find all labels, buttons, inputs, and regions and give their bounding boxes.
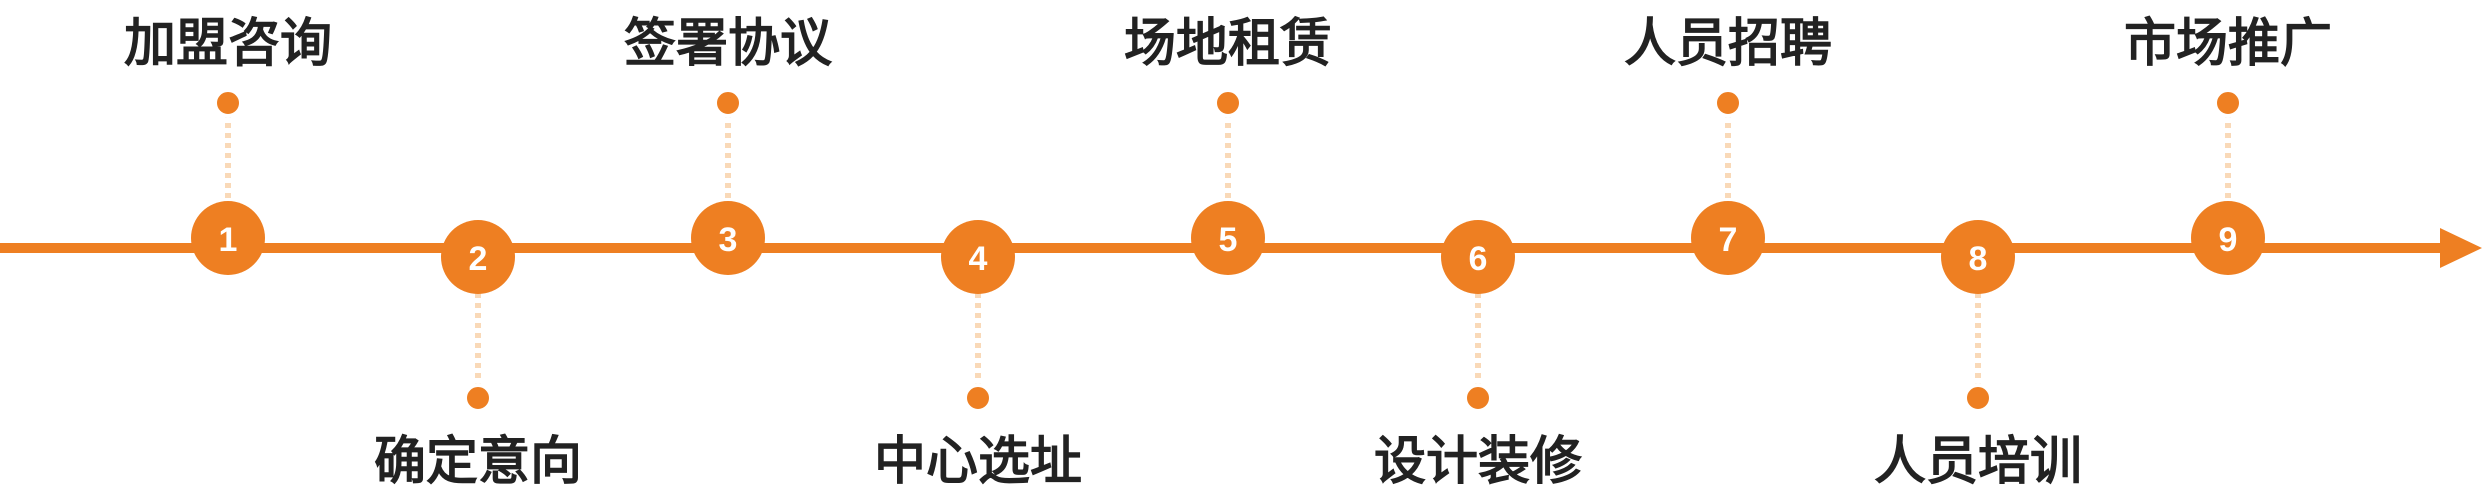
step-node [691,201,765,275]
step-number: 9 [2219,221,2238,259]
node-group: 1 2 3 4 5 6 7 8 9 [191,88,2265,413]
step-label: 人员培训 [1873,432,2082,492]
step-label: 场地租赁 [1123,14,1332,74]
step-label: 中心选址 [873,432,1082,492]
step-number: 3 [719,221,738,259]
step-number: 1 [219,221,238,259]
step-number: 8 [1969,240,1988,278]
step-number: 5 [1219,221,1238,259]
arrow-right-icon [2440,228,2482,268]
step-label: 加盟咨询 [123,14,332,74]
step-end-dot [713,88,743,118]
step-end-dot [1463,383,1493,413]
step-label: 市场推广 [2123,14,2332,74]
step-node [441,220,515,294]
step-node [191,201,265,275]
step-label: 签署协议 [623,14,832,74]
step-end-dot [1963,383,1993,413]
step-node [1691,201,1765,275]
step-number: 2 [469,240,488,278]
step-number: 6 [1469,240,1488,278]
step-label: 人员招聘 [1623,14,1832,74]
step-node [941,220,1015,294]
step-number: 7 [1719,221,1738,259]
step-end-dot [1713,88,1743,118]
step-node [1191,201,1265,275]
step-node [1441,220,1515,294]
step-end-dot [1213,88,1243,118]
step-node [2191,201,2265,275]
step-end-dot [463,383,493,413]
step-end-dot [213,88,243,118]
step-number: 4 [969,240,988,278]
step-end-dot [2213,88,2243,118]
step-label: 设计装修 [1373,432,1582,492]
step-node [1941,220,2015,294]
step-end-dot [963,383,993,413]
step-label: 确定意向 [373,432,582,492]
